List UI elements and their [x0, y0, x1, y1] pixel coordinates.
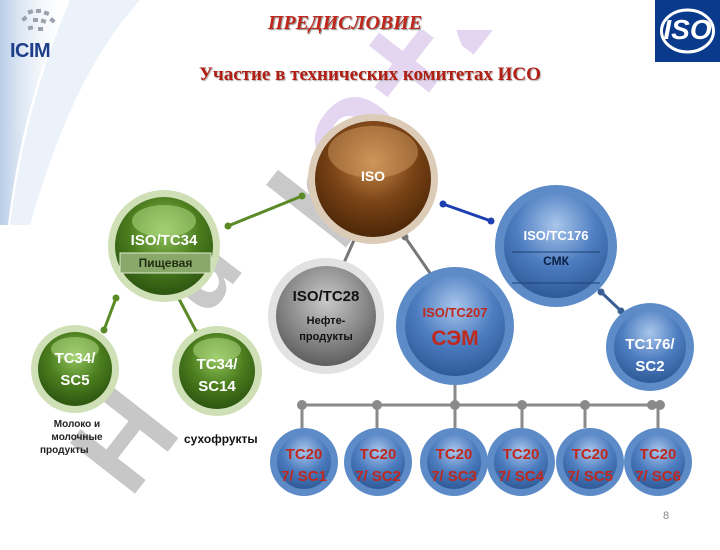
- node-tc34-sc14-label-b: SC14: [198, 378, 236, 395]
- node-tc207-label: ISO/TC207: [422, 305, 488, 320]
- page-number: 8: [663, 510, 670, 522]
- node-tc34-label: ISO/TC34: [130, 232, 198, 249]
- node-tc34-sc14-label-a: TC34/: [196, 356, 238, 373]
- note-milk-line1: Молоко и: [53, 419, 101, 430]
- node-tc28-desc-b: продукты: [299, 331, 353, 343]
- node-tc34: [108, 190, 220, 302]
- icim-logo: ICIM: [8, 8, 70, 64]
- node-tc28-label: ISO/TC28: [292, 288, 360, 305]
- node-tc28-desc-a: Нефте-: [306, 315, 346, 327]
- node-tc176-sc2-label-b: SC2: [635, 358, 665, 375]
- sc-label: TC20: [285, 446, 323, 463]
- node-tc34-sc5-label-a: TC34/: [54, 350, 96, 367]
- sc-label: TC20: [639, 446, 677, 463]
- sc-label: 7/ SC2: [355, 468, 401, 485]
- connector-iso-tc28: [341, 237, 357, 266]
- node-tc34-sc14: [172, 326, 262, 416]
- node-tc176: [495, 185, 617, 307]
- node-tc176-sc2-label-a: TC176/: [625, 336, 675, 353]
- iso-logo: ISO: [655, 0, 720, 62]
- node-tc34-tag: Пищевая: [138, 256, 193, 270]
- sc-label: TC20: [359, 446, 397, 463]
- sc-label: 7/ SC6: [635, 468, 681, 485]
- sc-label: 7/ SC1: [281, 468, 327, 485]
- sc-label: TC20: [502, 446, 540, 463]
- sc-label: 7/ SC3: [431, 468, 477, 485]
- sc-label: TC20: [435, 446, 473, 463]
- connector-tc34-sc5: [102, 297, 118, 331]
- note-milk-line3: продукты: [40, 445, 89, 456]
- sc-label: 7/ SC5: [567, 468, 613, 485]
- sc-label: 7/ SC4: [498, 468, 544, 485]
- tc207-tree: [297, 371, 665, 428]
- page-subtitle: Участие в технических комитетах ИСО: [199, 64, 541, 85]
- note-milk-line2: молочные: [51, 432, 103, 443]
- node-tc34-sc5-label-b: SC5: [60, 372, 90, 389]
- node-tc207: [396, 267, 514, 385]
- note-dried-fruit: сухофрукты: [184, 432, 258, 446]
- sc-row: [270, 428, 692, 496]
- iso-logo-text: ISO: [663, 14, 712, 45]
- connector-iso-tc176: [442, 202, 492, 223]
- node-tc176-label: ISO/TC176: [523, 228, 589, 243]
- node-tc176-desc: СМК: [543, 254, 569, 268]
- connector-iso-tc34: [227, 194, 303, 228]
- node-iso: [308, 114, 438, 244]
- node-tc28: [268, 258, 384, 374]
- connector-iso-tc207: [403, 236, 434, 277]
- node-tc176-sc2: [606, 303, 694, 391]
- sc-label: TC20: [571, 446, 609, 463]
- node-iso-label: ISO: [360, 168, 386, 184]
- icim-logo-text: ICIM: [10, 40, 51, 62]
- node-tc34-sc5: [31, 325, 119, 413]
- node-tc207-desc: СЭМ: [431, 327, 479, 350]
- connector-tc34-sc14: [176, 296, 199, 334]
- connector-tc176-sc2: [599, 290, 623, 313]
- page-title: ПРЕДИСЛОВИЕ: [267, 12, 423, 34]
